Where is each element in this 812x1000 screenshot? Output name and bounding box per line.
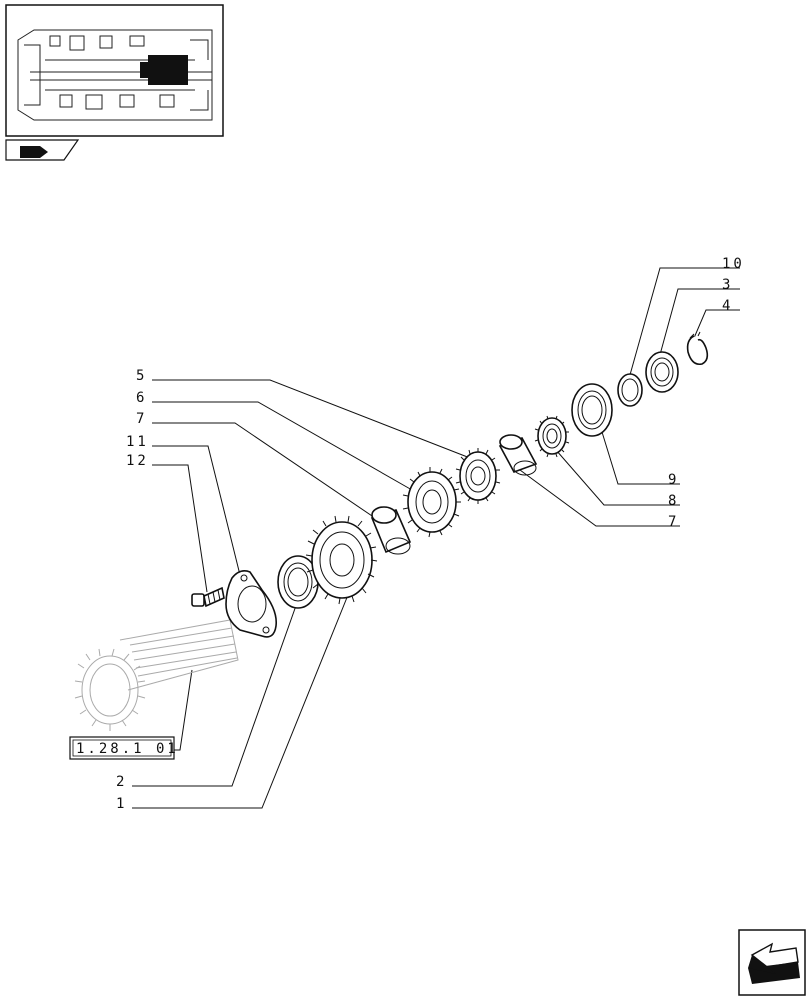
flange-plate-part [225, 570, 278, 638]
leader-lines [132, 267, 740, 809]
callout-labels: 10 3 4 5 6 7 11 12 9 8 7 2 1 [116, 256, 745, 812]
callout-7-right: 7 [668, 514, 679, 530]
reference-box-label: 1.28.1 01 [76, 741, 179, 757]
bearing-9-part [571, 383, 613, 437]
callout-6: 6 [136, 390, 147, 406]
callout-8: 8 [668, 493, 679, 509]
callout-10: 10 [722, 256, 745, 272]
sleeve-7a-part [370, 506, 412, 555]
bearing-3-part [645, 351, 679, 393]
reference-box[interactable]: 1.28.1 01 [69, 736, 179, 760]
input-shaft-part [74, 619, 239, 731]
transmission-thumbnail-icon[interactable] [5, 4, 224, 137]
next-page-arrow-icon[interactable] [738, 929, 806, 996]
gear-6-part [402, 467, 461, 538]
bolt-part [191, 586, 225, 608]
callout-11: 11 [126, 434, 149, 450]
gear-1-part [305, 515, 378, 605]
callout-12: 12 [126, 453, 149, 469]
callout-4: 4 [722, 298, 733, 314]
sleeve-7b-part [498, 434, 538, 476]
callout-3: 3 [722, 277, 733, 293]
gear-5-part [455, 448, 501, 504]
callout-9: 9 [668, 472, 679, 488]
ring-10-part [617, 373, 643, 407]
snap-ring-4-part [686, 331, 709, 366]
callout-5: 5 [136, 368, 147, 384]
callout-7-left: 7 [136, 411, 147, 427]
callout-1: 1 [116, 796, 127, 812]
book-nav-icon[interactable] [5, 139, 80, 161]
gear-8-part [534, 415, 570, 458]
callout-2: 2 [116, 774, 127, 790]
